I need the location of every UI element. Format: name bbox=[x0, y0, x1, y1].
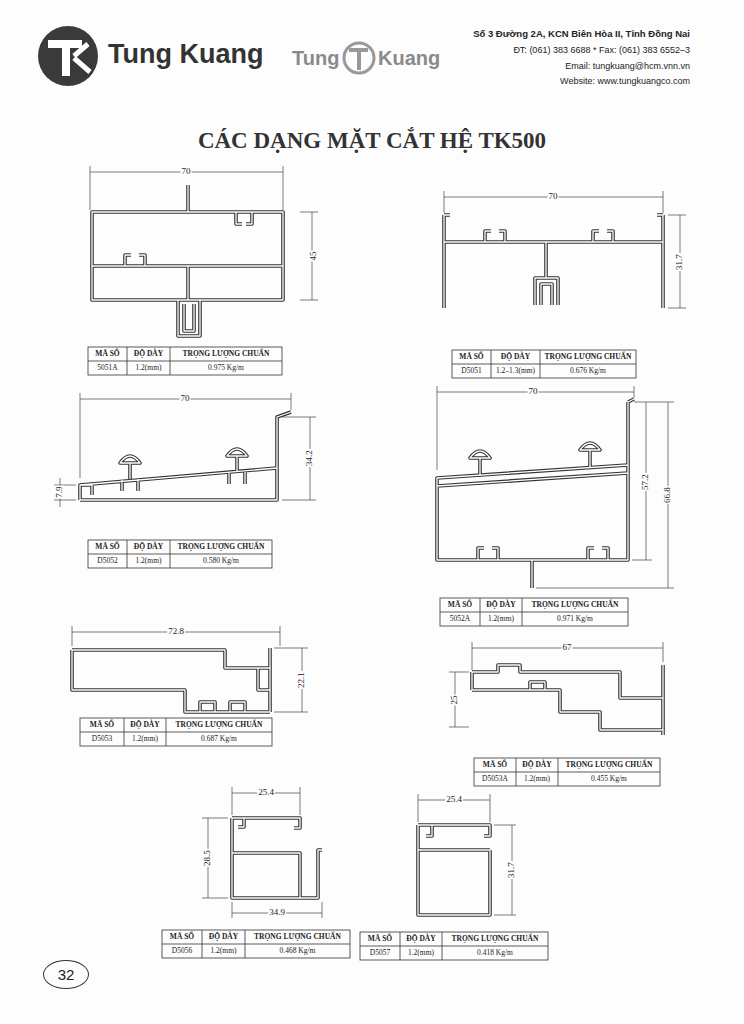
table-header: MÃ SỐ bbox=[448, 601, 472, 609]
company-logo-small bbox=[344, 43, 374, 73]
table-grid bbox=[360, 932, 548, 960]
table-header: ĐỘ DÀY bbox=[209, 933, 238, 941]
page-number: 32 bbox=[58, 966, 75, 983]
table-cell: 0.418 Kg/m bbox=[477, 949, 513, 957]
table-header: MÃ SỐ bbox=[90, 721, 114, 729]
table-header: ĐỘ DÀY bbox=[501, 353, 530, 361]
dimension: 22.1 bbox=[297, 671, 307, 689]
table-header: MÃ SỐ bbox=[95, 543, 119, 551]
address: Số 3 Đường 2A, KCN Biên Hòa II, Tỉnh Đồn… bbox=[473, 29, 690, 39]
table-cell: 5051A bbox=[97, 364, 117, 372]
dimension: 66.8 bbox=[663, 486, 673, 504]
brand-name: Tung Kuang bbox=[108, 40, 263, 70]
contact: ĐT: (061) 383 6688 * Fax: (061) 383 6552… bbox=[513, 46, 690, 56]
table-header: MÃ SỐ bbox=[483, 761, 507, 769]
table-header: TRỌNG LƯỢNG CHUẨN bbox=[178, 543, 265, 551]
table-header: TRỌNG LƯỢNG CHUẨN bbox=[254, 933, 341, 941]
table-grid bbox=[162, 930, 350, 958]
table-cell: 0.971 Kg/m bbox=[557, 615, 593, 623]
table-cell: D5056 bbox=[172, 947, 192, 955]
dimension: 28.5 bbox=[203, 849, 213, 867]
table-header: ĐỘ DÀY bbox=[406, 935, 435, 943]
table-cell: 0.687 Kg/m bbox=[201, 735, 237, 743]
table-header: TRỌNG LƯỢNG CHUẨN bbox=[176, 721, 263, 729]
dimension: 72.8 bbox=[167, 627, 185, 637]
contact: Website: www.tungkuangco.com bbox=[560, 77, 690, 87]
table-header: TRỌNG LƯỢNG CHUẨN bbox=[566, 761, 653, 769]
table-cell: D5051 bbox=[461, 367, 481, 375]
dimension: 70 bbox=[548, 192, 559, 202]
table-grid bbox=[80, 718, 272, 746]
dimension: 31.7 bbox=[507, 861, 517, 879]
table-grid bbox=[88, 540, 272, 568]
dimension: 7.9 bbox=[55, 485, 65, 498]
dimension: 45 bbox=[309, 251, 319, 262]
dimension: 34.2 bbox=[305, 449, 315, 467]
table-cell: D5053 bbox=[92, 735, 112, 743]
table-cell: 0.975 Kg/m bbox=[208, 364, 244, 372]
table-cell: D5052 bbox=[97, 557, 117, 565]
dimension: 31.7 bbox=[675, 253, 685, 271]
table-cell: D5053A bbox=[482, 775, 508, 783]
table-grid bbox=[452, 350, 636, 378]
table-cell: 0.580 Kg/m bbox=[203, 557, 239, 565]
table-header: TRỌNG LƯỢNG CHUẨN bbox=[532, 601, 619, 609]
dimension: 25.4 bbox=[257, 788, 275, 798]
dimension: 70 bbox=[180, 394, 191, 404]
table-header: ĐỘ DÀY bbox=[134, 543, 163, 551]
table-grid bbox=[440, 598, 628, 626]
table-cell: 0.468 Kg/m bbox=[280, 947, 316, 955]
dimension: 70 bbox=[528, 387, 539, 397]
table-header: MÃ SỐ bbox=[95, 350, 119, 358]
table-grid bbox=[474, 758, 660, 786]
dimension: 34.9 bbox=[268, 908, 286, 918]
page-title: CÁC DẠNG MẶT CẮT HỆ TK500 bbox=[198, 128, 546, 153]
brand-name: Kuang bbox=[378, 47, 440, 69]
table-cell: 1.2(mm) bbox=[524, 775, 550, 783]
table-cell: 5052A bbox=[450, 615, 470, 623]
profile-wall-inner bbox=[72, 185, 663, 915]
table-header: TRỌNG LƯỢNG CHUẨN bbox=[183, 350, 270, 358]
table-cell: 1.2–1.3(mm) bbox=[496, 367, 535, 375]
brand-name: Tung bbox=[292, 47, 339, 69]
dimension: 25.4 bbox=[445, 795, 463, 805]
dimension: 67 bbox=[562, 643, 573, 653]
table-header: MÃ SỐ bbox=[368, 935, 392, 943]
dimension-lines bbox=[54, 166, 686, 918]
table-cell: 0.676 Kg/m bbox=[570, 367, 606, 375]
table-cell: 1.2(mm) bbox=[408, 949, 434, 957]
dimension: 70 bbox=[181, 167, 192, 177]
table-header: MÃ SỐ bbox=[170, 933, 194, 941]
table-header: TRỌNG LƯỢNG CHUẨN bbox=[452, 935, 539, 943]
table-cell: 1.2(mm) bbox=[488, 615, 514, 623]
profile-wall bbox=[72, 185, 663, 915]
table-header: MÃ SỐ bbox=[459, 353, 483, 361]
table-header: ĐỘ DÀY bbox=[522, 761, 551, 769]
table-cell: 1.2(mm) bbox=[135, 364, 161, 372]
table-cell: 1.2(mm) bbox=[135, 557, 161, 565]
table-header: ĐỘ DÀY bbox=[134, 350, 163, 358]
dimension: 57.2 bbox=[641, 473, 651, 491]
page-number-circle: 32 bbox=[43, 960, 89, 989]
table-header: ĐỘ DÀY bbox=[130, 721, 159, 729]
table-cell: D5057 bbox=[370, 949, 390, 957]
table-header: ĐỘ DÀY bbox=[486, 601, 515, 609]
table-cell: 1.2(mm) bbox=[210, 947, 236, 955]
company-logo bbox=[38, 26, 98, 86]
table-cell: 1.2(mm) bbox=[132, 735, 158, 743]
table-cell: 0.455 Kg/m bbox=[591, 775, 627, 783]
table-header: TRỌNG LƯỢNG CHUẨN bbox=[545, 353, 632, 361]
dimension: 25 bbox=[450, 695, 460, 706]
contact: Email: tungkuang@hcm.vnn.vn bbox=[565, 62, 690, 72]
table-grid bbox=[88, 347, 282, 375]
